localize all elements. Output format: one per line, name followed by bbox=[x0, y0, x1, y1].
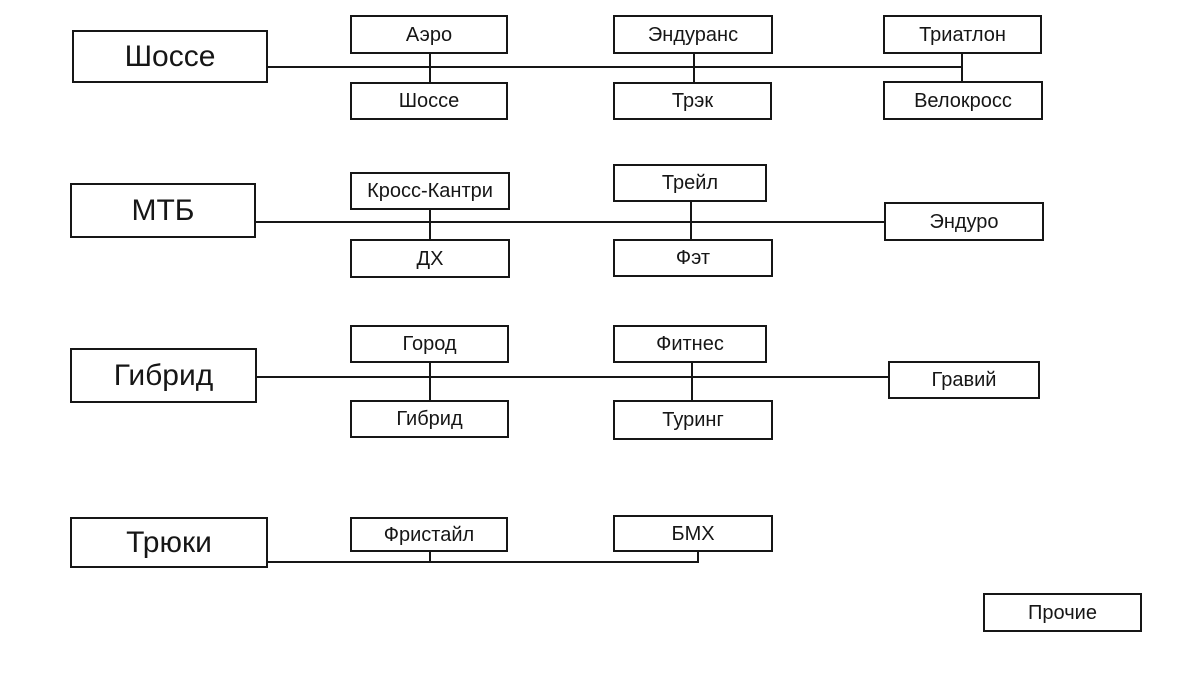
node-gorod: Город bbox=[350, 325, 509, 363]
node-label: Фэт bbox=[675, 247, 711, 269]
node-label: Кросс-Кантри bbox=[367, 180, 493, 202]
node-trek: Трэк bbox=[613, 82, 772, 120]
trunk-line bbox=[268, 66, 961, 68]
node-treyl: Трейл bbox=[613, 164, 767, 202]
node-shosse-sub: Шоссе bbox=[350, 82, 508, 120]
drop-line bbox=[429, 363, 431, 400]
node-label: Туринг bbox=[662, 409, 724, 431]
drop-line bbox=[693, 54, 695, 82]
node-gibrid-main: Гибрид bbox=[70, 348, 257, 403]
node-label: Фристайл bbox=[383, 523, 475, 546]
node-label: Триатлон bbox=[919, 23, 1006, 46]
node-label: БМХ bbox=[671, 522, 715, 545]
trunk-line bbox=[256, 221, 884, 223]
node-label: Гибрид bbox=[113, 358, 214, 392]
drop-line bbox=[690, 202, 692, 239]
node-label: Трюки bbox=[126, 525, 212, 559]
node-label: Эндуранс bbox=[647, 23, 739, 46]
node-fet: Фэт bbox=[613, 239, 773, 277]
node-bmx: БМХ bbox=[613, 515, 773, 552]
node-label: Шоссе bbox=[398, 90, 460, 112]
node-label: Гибрид bbox=[396, 408, 463, 430]
node-kross-kantri: Кросс-Кантри bbox=[350, 172, 510, 210]
node-prochie: Прочие bbox=[983, 593, 1142, 632]
drop-line bbox=[429, 210, 431, 239]
trunk-line bbox=[268, 561, 699, 563]
node-aero: Аэро bbox=[350, 15, 508, 54]
node-gibrid-sub: Гибрид bbox=[350, 400, 509, 438]
drop-line bbox=[697, 552, 699, 563]
drop-line bbox=[961, 54, 963, 81]
node-label: Гравий bbox=[931, 369, 997, 391]
node-label: Шоссе bbox=[124, 39, 216, 73]
node-label: Трэк bbox=[671, 90, 714, 112]
node-endurans: Эндуранс bbox=[613, 15, 773, 54]
drop-line bbox=[691, 363, 693, 400]
trunk-line bbox=[257, 376, 888, 378]
node-graviy: Гравий bbox=[888, 361, 1040, 399]
node-turing: Туринг bbox=[613, 400, 773, 440]
drop-line bbox=[429, 552, 431, 561]
node-label: МТБ bbox=[131, 193, 195, 227]
node-fristayl: Фристайл bbox=[350, 517, 508, 552]
node-tryuki-main: Трюки bbox=[70, 517, 268, 568]
node-label: Трейл bbox=[661, 172, 719, 194]
node-label: Город bbox=[402, 333, 457, 355]
node-label: Эндуро bbox=[929, 210, 999, 233]
node-triatlon: Триатлон bbox=[883, 15, 1042, 54]
node-mtb-main: МТБ bbox=[70, 183, 256, 238]
drop-line bbox=[429, 54, 431, 82]
node-enduro: Эндуро bbox=[884, 202, 1044, 241]
node-fitnes: Фитнес bbox=[613, 325, 767, 363]
node-label: Велокросс bbox=[914, 89, 1012, 112]
node-velokross: Велокросс bbox=[883, 81, 1043, 120]
node-dh: ДХ bbox=[350, 239, 510, 278]
node-label: Прочие bbox=[1028, 601, 1097, 624]
node-label: Аэро bbox=[405, 23, 453, 46]
node-label: ДХ bbox=[416, 247, 444, 270]
node-label: Фитнес bbox=[656, 333, 724, 355]
node-shosse-main: Шоссе bbox=[72, 30, 268, 83]
